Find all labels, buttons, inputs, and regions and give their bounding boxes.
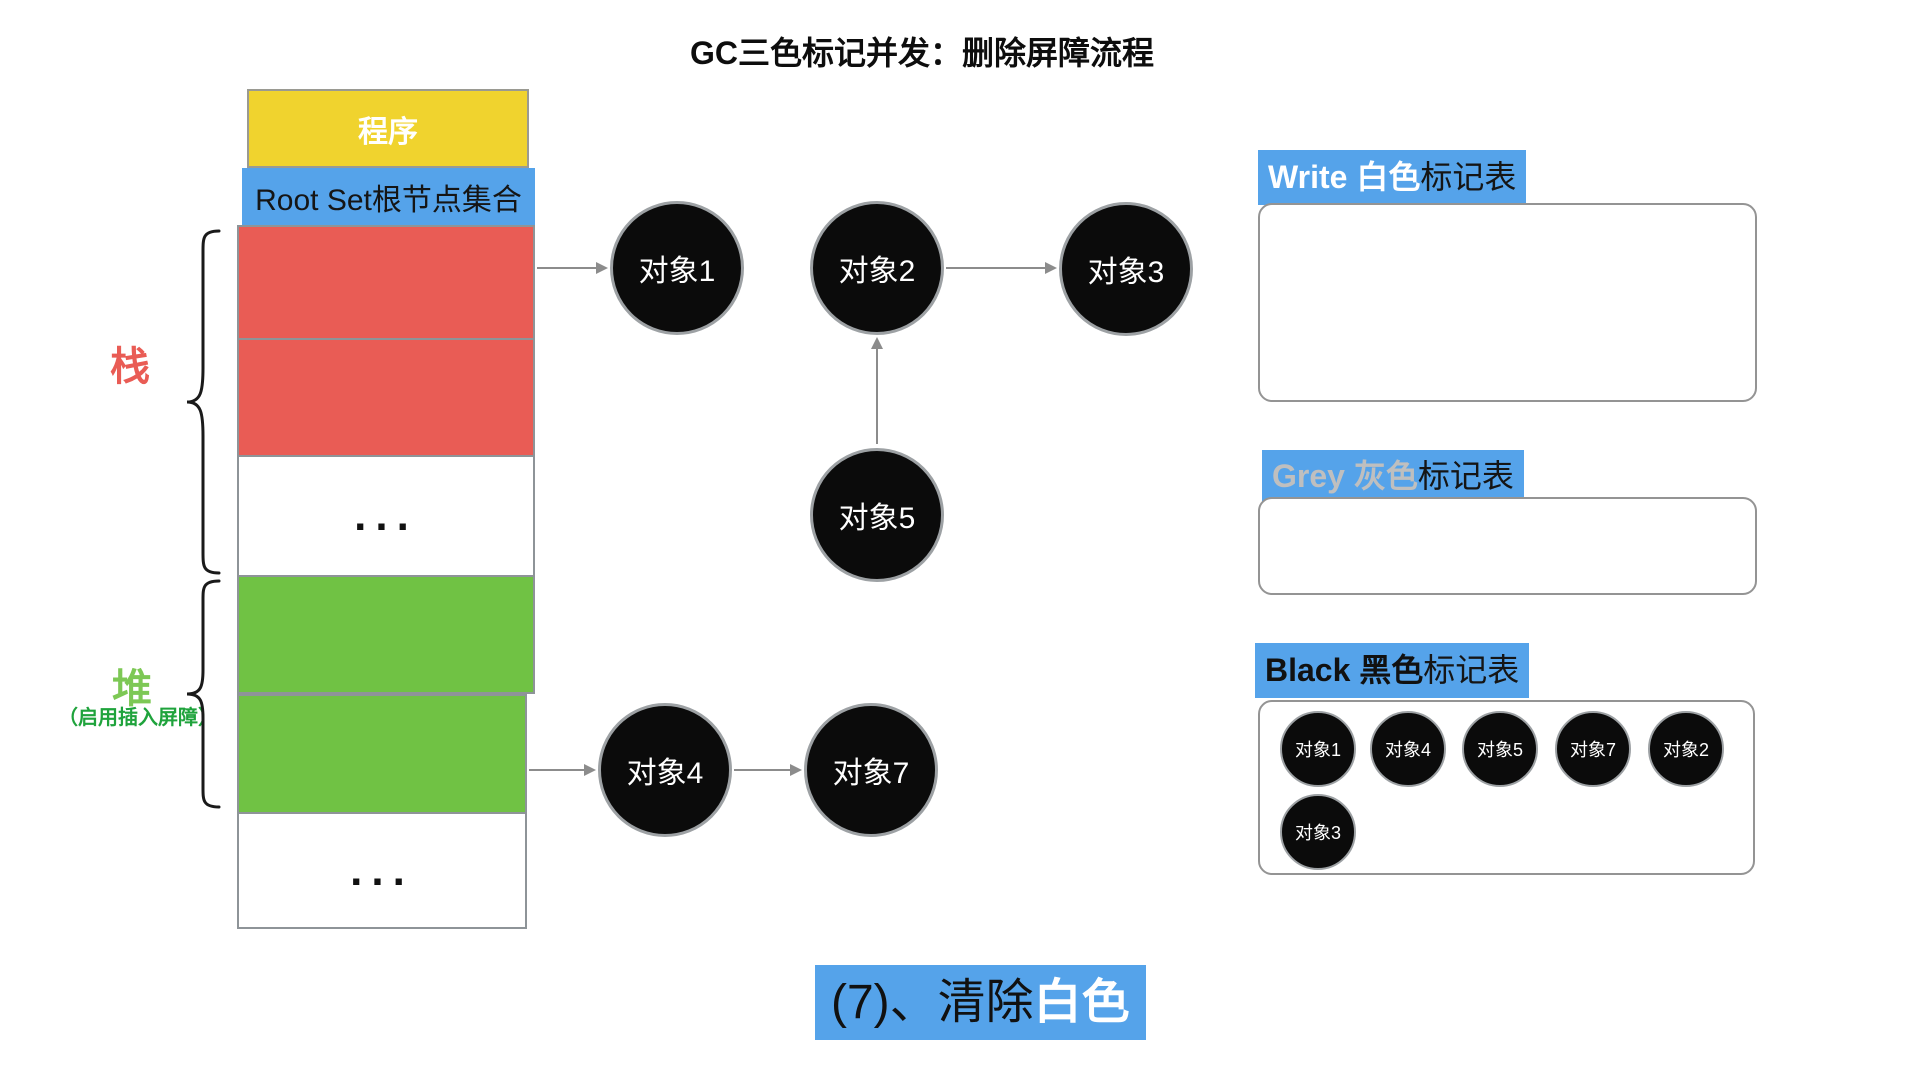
black-table-node-obj4: 对象4 bbox=[1370, 711, 1446, 787]
black-table-node-obj1: 对象1 bbox=[1280, 711, 1356, 787]
memory-cell-ellipsis-bottom: ... bbox=[237, 812, 527, 929]
black-table-node-label: 对象2 bbox=[1662, 740, 1709, 760]
root-set-label: Root Set根节点集合 bbox=[255, 183, 522, 217]
program-label: 程序 bbox=[358, 115, 418, 149]
arrow-rootset-to-obj1-icon bbox=[537, 262, 608, 274]
step-caption-prefix: (7)、清除 bbox=[831, 976, 1034, 1029]
black-table-node-label: 对象3 bbox=[1294, 823, 1341, 843]
black-table-node-obj2: 对象2 bbox=[1648, 711, 1724, 787]
black-table-title-suffix: 标记表 bbox=[1423, 652, 1520, 688]
black-table-title: Black 黑色标记表 bbox=[1255, 643, 1530, 698]
memory-cell-stack-2 bbox=[237, 338, 535, 457]
step-caption-highlight: 白色 bbox=[1033, 976, 1130, 1029]
graph-node-obj3: 对象3 bbox=[1059, 202, 1193, 336]
black-table-title-highlight: Black 黑色 bbox=[1265, 652, 1424, 688]
heap-brace-icon bbox=[186, 579, 221, 809]
black-table-node-obj3: 对象3 bbox=[1280, 794, 1356, 870]
graph-node-obj4: 对象4 bbox=[598, 703, 732, 837]
white-table-title-highlight: Write 白色 bbox=[1268, 159, 1421, 195]
graph-node-obj7: 对象7 bbox=[804, 703, 938, 837]
black-table-node-label: 对象4 bbox=[1384, 740, 1431, 760]
memory-cell-stack-1 bbox=[237, 225, 535, 340]
graph-node-label: 对象5 bbox=[838, 502, 916, 535]
graph-node-obj1: 对象1 bbox=[610, 201, 744, 335]
graph-node-label: 对象1 bbox=[638, 255, 716, 288]
arrow-obj2-to-obj3-icon bbox=[946, 262, 1057, 274]
white-table-title: Write 白色标记表 bbox=[1258, 150, 1527, 205]
graph-node-label: 对象3 bbox=[1087, 256, 1165, 289]
grey-table-box bbox=[1258, 497, 1757, 595]
memory-cell-heap-1 bbox=[237, 575, 535, 694]
grey-table-title-highlight: Grey 灰色 bbox=[1272, 458, 1418, 494]
white-table-title-suffix: 标记表 bbox=[1420, 159, 1517, 195]
graph-node-obj2: 对象2 bbox=[810, 201, 944, 335]
ellipsis-bottom: ... bbox=[350, 845, 414, 895]
black-table-node-obj5: 对象5 bbox=[1462, 711, 1538, 787]
graph-node-label: 对象4 bbox=[626, 757, 704, 790]
graph-node-label: 对象7 bbox=[832, 757, 910, 790]
stack-brace-icon bbox=[186, 229, 221, 575]
stack-label: 栈 bbox=[110, 345, 150, 389]
memory-cell-root-set: Root Set根节点集合 bbox=[242, 168, 535, 225]
black-table-node-obj7: 对象7 bbox=[1555, 711, 1631, 787]
step-caption: (7)、清除白色 bbox=[815, 965, 1146, 1040]
page-title: GC三色标记并发：删除屏障流程 bbox=[690, 35, 1155, 71]
black-table-node-label: 对象5 bbox=[1476, 740, 1523, 760]
memory-cell-heap-2 bbox=[237, 694, 527, 814]
memory-cell-ellipsis-top: ... bbox=[237, 455, 535, 577]
arrow-heap-to-obj4-icon bbox=[529, 764, 596, 776]
black-table-node-label: 对象7 bbox=[1569, 740, 1616, 760]
arrow-obj5-to-obj2-icon bbox=[871, 337, 883, 444]
grey-table-title: Grey 灰色标记表 bbox=[1262, 450, 1524, 502]
graph-node-obj5: 对象5 bbox=[810, 448, 944, 582]
heap-label: 堆 bbox=[112, 667, 152, 711]
grey-table-title-suffix: 标记表 bbox=[1417, 458, 1514, 494]
white-table-box bbox=[1258, 203, 1757, 402]
memory-cell-program: 程序 bbox=[247, 89, 529, 168]
heap-note-label: （启用插入屏障） bbox=[58, 707, 218, 729]
graph-node-label: 对象2 bbox=[838, 255, 916, 288]
ellipsis-top: ... bbox=[354, 491, 418, 540]
arrow-obj4-to-obj7-icon bbox=[734, 764, 802, 776]
black-table-node-label: 对象1 bbox=[1294, 740, 1341, 760]
